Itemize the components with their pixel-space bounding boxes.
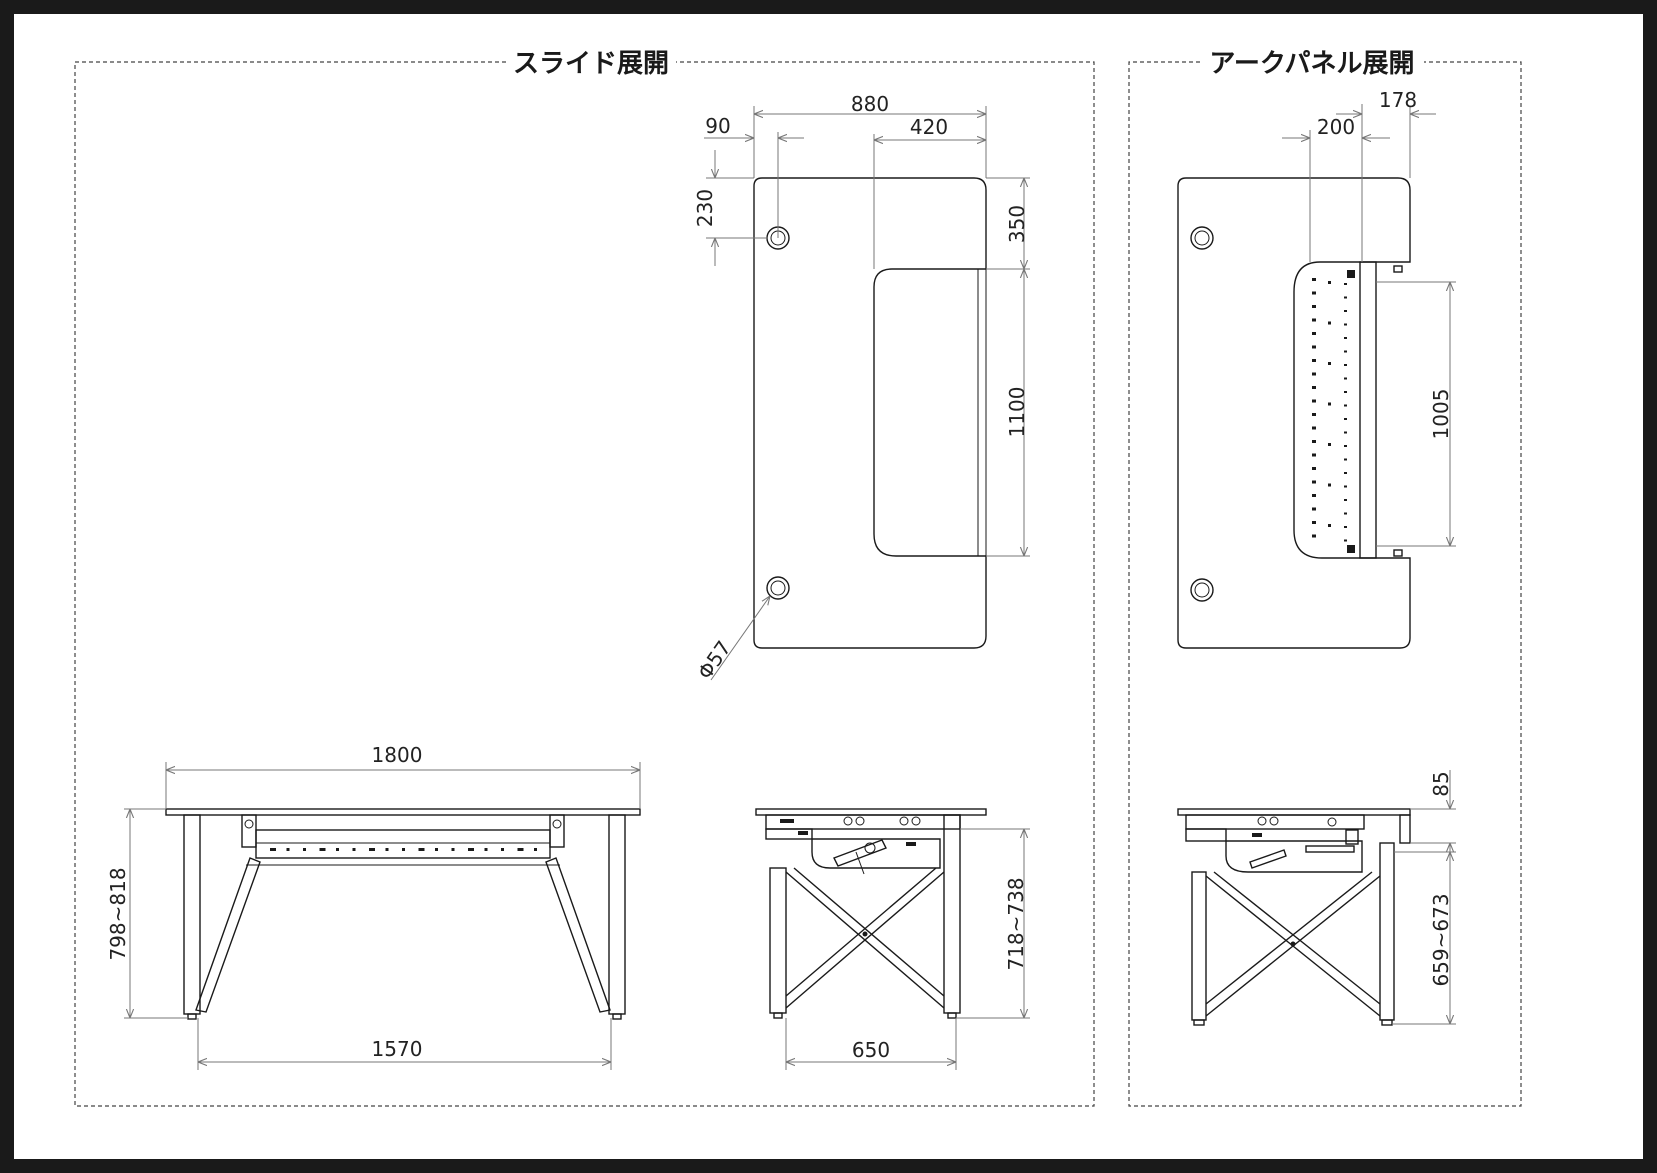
arc-grommet-bottom [1190, 578, 1214, 602]
slide-top-view: 880 420 90 230 350 1100 Φ57 [693, 92, 1030, 684]
dim-350: 350 [1005, 205, 1029, 243]
dim-200: 200 [1317, 115, 1355, 139]
dim-798-818: 798~818 [106, 867, 130, 960]
grommet-hole-bottom [766, 576, 790, 600]
crossbar-holes [270, 848, 537, 851]
slide-side-view: 718~738 650 [755, 808, 1030, 1070]
dim-1005: 1005 [1429, 389, 1453, 440]
dim-650: 650 [852, 1038, 890, 1062]
section-title-slide: スライド展開 [513, 49, 669, 79]
arc-grommet-top [1190, 226, 1214, 250]
dim-1800: 1800 [372, 743, 423, 767]
section-slide-frame: スライド展開 [74, 49, 1095, 1107]
dim-1100: 1100 [1005, 387, 1029, 438]
section-arc-frame: アークパネル展開 [1128, 49, 1522, 1107]
dim-230: 230 [693, 189, 717, 227]
dim-880: 880 [851, 92, 889, 116]
dim-178: 178 [1379, 88, 1417, 112]
arc-side-view: 85 659~673 [1177, 770, 1456, 1026]
dim-90: 90 [705, 114, 730, 138]
section-title-arc: アークパネル展開 [1209, 49, 1414, 79]
dim-718-738: 718~738 [1004, 877, 1028, 970]
dim-d57: Φ57 [693, 636, 736, 684]
dim-659-673: 659~673 [1429, 893, 1453, 986]
slide-front-view: 1800 798~818 1570 [106, 743, 641, 1070]
dim-85: 85 [1429, 771, 1453, 796]
dim-420: 420 [910, 115, 948, 139]
arc-top-view: 178 200 1005 [1177, 88, 1456, 649]
dim-1570: 1570 [372, 1037, 423, 1061]
arc-panel-holes [1312, 278, 1347, 542]
